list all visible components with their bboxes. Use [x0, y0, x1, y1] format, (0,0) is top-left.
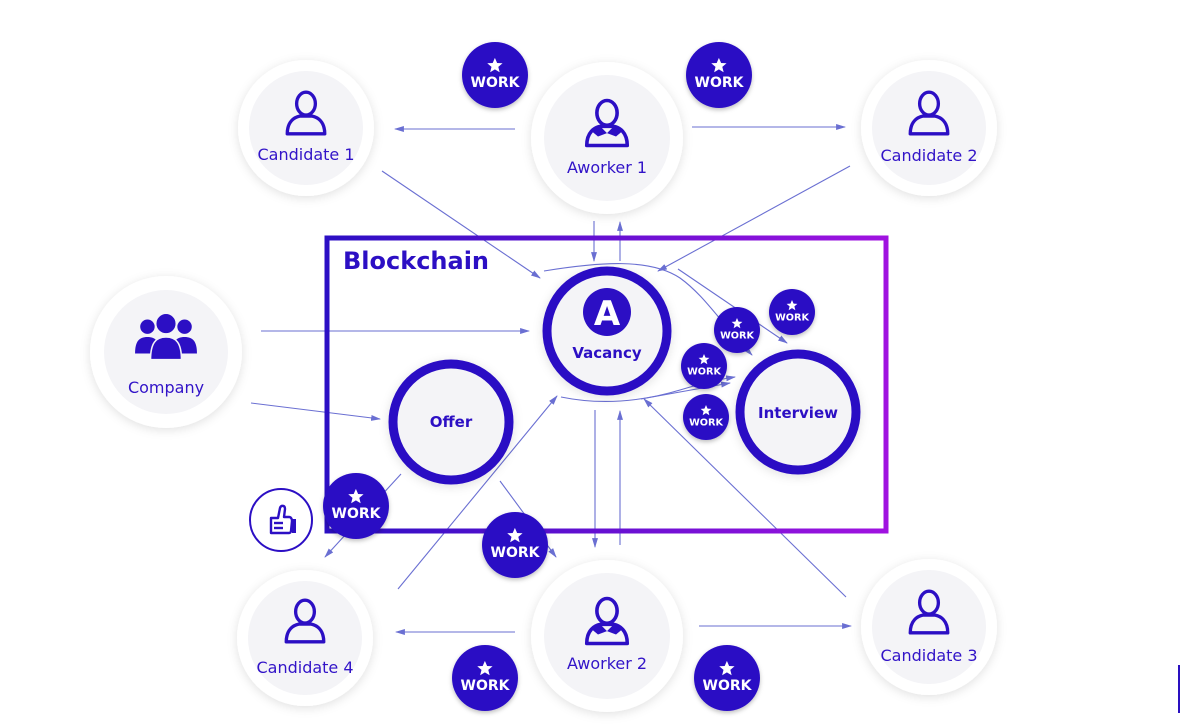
work-token[interactable]: WORK — [714, 307, 760, 353]
edge-to-interview-lower — [640, 381, 731, 400]
actor-label: Candidate 3 — [880, 646, 977, 665]
work-token-label: WORK — [775, 313, 809, 324]
stage-interview[interactable]: Interview — [735, 349, 861, 475]
thumbs-up-icon — [269, 504, 296, 535]
approval-badge[interactable] — [249, 488, 313, 552]
edge-candidate1-to-vacancy — [381, 170, 541, 279]
aworker-logo-badge — [583, 288, 631, 336]
edge-to-interview-upper — [677, 268, 788, 344]
aworker-logo-letter: A — [594, 294, 621, 334]
work-token[interactable]: WORK — [769, 289, 815, 335]
blockchain-title: Blockchain — [343, 247, 489, 275]
work-token[interactable]: WORK — [683, 394, 729, 440]
work-tokens: WORK WORK WORK WORK WORK WORK — [323, 42, 815, 711]
actor-label: Candidate 1 — [257, 145, 354, 164]
edge-candidate4-to-vacancy — [397, 395, 558, 590]
stage-label: Vacancy — [572, 344, 641, 362]
work-token-label: WORK — [703, 678, 753, 694]
stage-offer[interactable]: Offer — [388, 359, 514, 485]
blockchain-frame: Blockchain — [324, 235, 889, 534]
blockchain-border — [324, 235, 889, 534]
actor-candidate-1[interactable]: Candidate 1 — [238, 60, 374, 196]
work-token[interactable]: WORK — [452, 645, 518, 711]
stage-label: Interview — [758, 404, 838, 422]
work-token[interactable]: WORK — [681, 343, 727, 389]
actor-label: Aworker 2 — [567, 654, 647, 673]
scrollbar-thumb[interactable] — [1178, 665, 1180, 713]
actor-candidate-2[interactable]: Candidate 2 — [861, 60, 997, 196]
work-token[interactable]: WORK — [686, 42, 752, 108]
work-token[interactable]: WORK — [323, 473, 389, 539]
actor-label: Aworker 1 — [567, 158, 647, 177]
actor-label: Company — [128, 378, 204, 397]
actor-aworker-1[interactable]: Aworker 1 — [531, 62, 683, 214]
actor-label: Candidate 2 — [880, 146, 977, 165]
work-token-label: WORK — [332, 506, 382, 522]
edge-company-to-offer — [250, 402, 381, 421]
work-token-label: WORK — [491, 545, 541, 561]
work-token-label: WORK — [461, 678, 511, 694]
work-token[interactable]: WORK — [694, 645, 760, 711]
edge-candidate2-to-vacancy — [657, 165, 851, 272]
actor-aworker-2[interactable]: Aworker 2 — [531, 560, 683, 712]
work-token-label: WORK — [471, 75, 521, 91]
stage-vacancy[interactable]: A Vacancy — [542, 266, 672, 396]
work-token-label: WORK — [687, 367, 721, 378]
actor-candidate-4[interactable]: Candidate 4 — [237, 570, 373, 706]
work-token-label: WORK — [720, 331, 754, 342]
work-token[interactable]: WORK — [482, 512, 548, 578]
actor-candidate-3[interactable]: Candidate 3 — [861, 559, 997, 695]
actor-company[interactable]: Company — [90, 276, 242, 428]
actor-label: Candidate 4 — [256, 658, 353, 677]
work-token-label: WORK — [689, 418, 723, 429]
work-token-label: WORK — [695, 75, 745, 91]
edge-candidate3-to-vacancy — [643, 398, 847, 598]
work-token[interactable]: WORK — [462, 42, 528, 108]
stage-label: Offer — [430, 413, 473, 431]
